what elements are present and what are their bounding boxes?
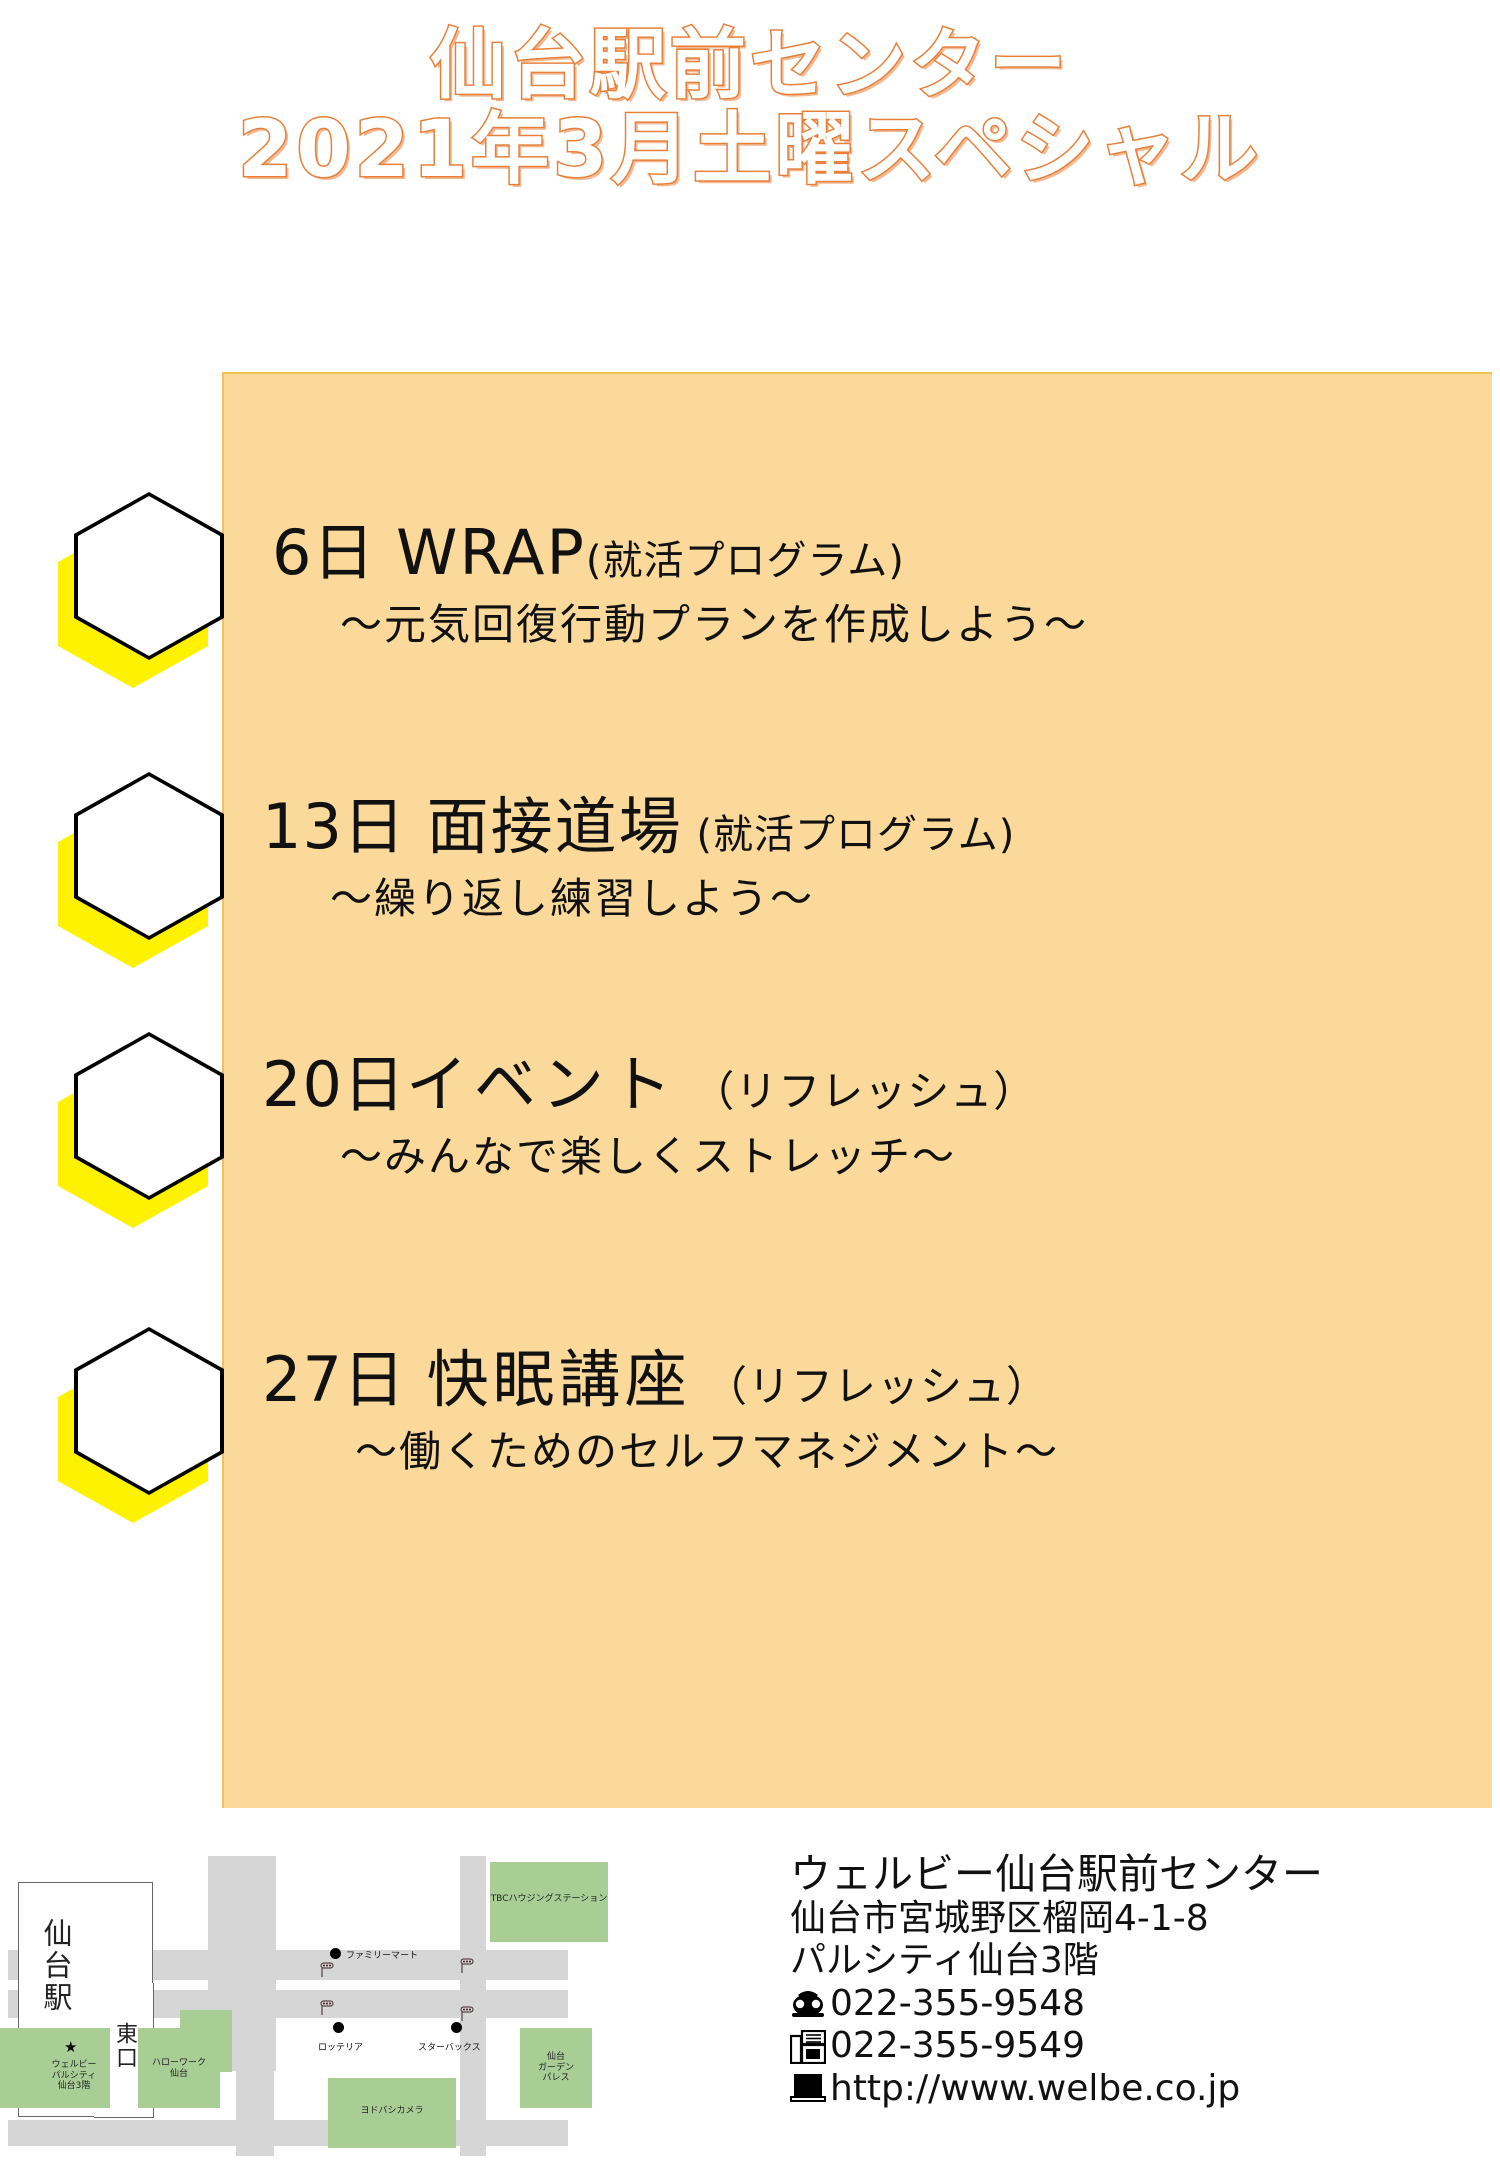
telephone-icon [792, 1991, 824, 2018]
event-headline: 20日イベント （リフレッシュ） [262, 1054, 1036, 1116]
map-block-label: TBCハウジングステーション [490, 1894, 608, 1904]
poi-label: スターバックス [418, 2043, 481, 2053]
title-line-1: 仙台駅前センター [429, 20, 1070, 109]
poster-title: 仙台駅前センター 2021年3月土曜スペシャル [0, 20, 1500, 196]
fax-machine-icon [790, 2029, 826, 2064]
poi-label: ロッテリア [318, 2043, 364, 2053]
event-headline: 27日 快眠講座 （リフレッシュ） [262, 1349, 1049, 1411]
traffic-signal-icon [460, 1958, 474, 1973]
hexagon-badge-icon [58, 492, 224, 688]
event-date: 27日 [262, 1343, 406, 1416]
station-label: 仙台駅 [39, 1918, 73, 2014]
event-subtitle: ～元気回復行動プランを作成しよう～ [340, 600, 1089, 649]
telephone-row: 022-355-9548 [790, 1983, 1490, 2025]
map-block: ハローワーク 仙台 [138, 2028, 220, 2108]
address-line-2: パルシティ仙台3階 [790, 1940, 1099, 1982]
map-block: TBCハウジングステーション [490, 1862, 608, 1942]
hexagon-badge-icon [58, 1032, 224, 1228]
map-block-label: ウェルビー パルシティ 仙台3階 [51, 2060, 97, 2092]
event-subtitle: ～繰り返し練習しよう～ [330, 874, 815, 923]
address-line-1: 仙台市宮城野区榴岡4-1-8 [790, 1897, 1209, 1939]
event-subtitle: ～働くためのセルフマネジメント～ [355, 1427, 1060, 1476]
station-exit-label: 東口 [112, 2022, 137, 2070]
event-name: 面接道場 [426, 790, 683, 863]
fax-row: 022-355-9549 [790, 2025, 1490, 2067]
event-headline: 6日 WRAP(就活プログラム) [272, 522, 905, 584]
contact-info: ウェルビー仙台駅前センター 仙台市宮城野区榴岡4-1-8 パルシティ仙台3階 0… [790, 1850, 1490, 2110]
event-category: （リフレッシュ） [705, 1362, 1050, 1411]
event-category: (就活プログラム) [696, 812, 1016, 858]
event-date: 6日 [272, 516, 376, 589]
map-block: ヨドバシカメラ [328, 2078, 456, 2148]
map-block-label: 仙台 ガーデン パレス [537, 2052, 574, 2084]
access-map: 仙台駅 東口 TBCハウジングステーション ヨドバシカメラ 仙台 ガーデン パレ… [0, 1850, 608, 2160]
schedule-panel [222, 372, 1492, 1808]
poi-dot-icon [330, 1948, 341, 1959]
hexagon-badge-icon [58, 1327, 224, 1523]
event-name: イベント [405, 1048, 678, 1121]
fax-number: 022-355-9549 [830, 2025, 1086, 2067]
footer: 仙台駅 東口 TBCハウジングステーション ヨドバシカメラ 仙台 ガーデン パレ… [0, 1840, 1500, 2167]
traffic-signal-icon [460, 2006, 474, 2021]
website-row[interactable]: http://www.welbe.co.jp [790, 2068, 1490, 2110]
event-list: 6日 WRAP(就活プログラム) ～元気回復行動プランを作成しよう～ 13日 面… [0, 372, 1500, 1808]
poi-dot-icon [451, 2022, 462, 2033]
map-road [460, 1856, 486, 2156]
center-name: ウェルビー仙台駅前センター [790, 1850, 1323, 1898]
poi-label: ファミリーマート [346, 1951, 419, 1961]
event-category: （リフレッシュ） [692, 1067, 1037, 1116]
map-block-label: ハローワーク 仙台 [151, 2058, 206, 2079]
map-block-label: ヨドバシカメラ [360, 2106, 424, 2116]
map-road [8, 2120, 568, 2146]
event-subtitle: ～みんなで楽しくストレッチ～ [340, 1132, 957, 1181]
telephone-number: 022-355-9548 [830, 1982, 1086, 2024]
event-name: 快眠講座 [426, 1343, 691, 1416]
title-line-2: 2021年3月土曜スペシャル [237, 105, 1262, 196]
website-url[interactable]: http://www.welbe.co.jp [830, 2067, 1241, 2109]
event-headline: 13日 面接道場 (就活プログラム) [262, 796, 1015, 858]
traffic-signal-icon [320, 1962, 334, 1977]
poi-dot-icon [333, 2022, 344, 2033]
laptop-icon [790, 2074, 826, 2103]
hexagon-badge-icon [58, 772, 224, 968]
map-block: ウェルビー パルシティ 仙台3階 ★ [38, 2028, 110, 2108]
event-name: WRAP [396, 516, 586, 589]
welbe-marker-icon: ★ [64, 2039, 78, 2056]
map-block: 仙台 ガーデン パレス [520, 2028, 592, 2108]
event-date: 20日 [262, 1048, 406, 1121]
event-date: 13日 [262, 790, 406, 863]
event-category: (就活プログラム) [585, 538, 905, 584]
map-block [0, 2028, 42, 2108]
traffic-signal-icon [320, 2000, 334, 2015]
